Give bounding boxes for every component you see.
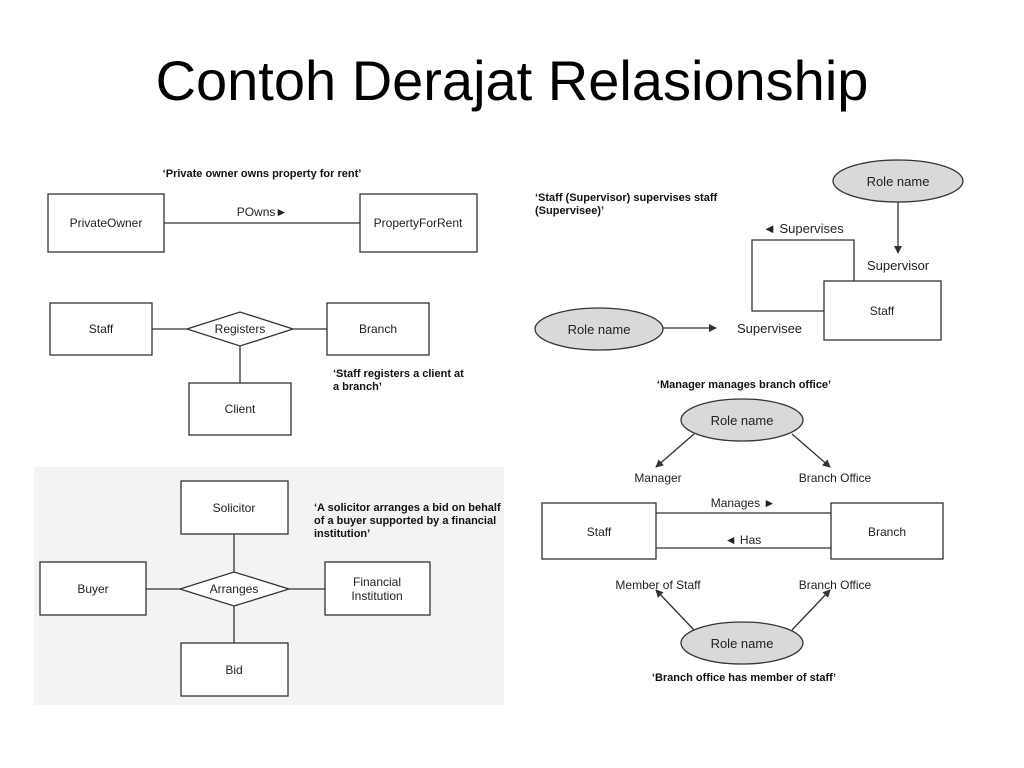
entity-staff-manages [541, 502, 657, 560]
branch-office-top-label: Branch Office [799, 471, 872, 485]
caption-arranges-line1: ‘A solicitor arranges a bid on behalf [314, 502, 501, 514]
recursive-loop-line [751, 239, 855, 312]
relationship-powns-label: POwns► [237, 205, 288, 219]
entity-branch-manages-label: Branch [868, 525, 906, 539]
entity-private-owner-label: PrivateOwner [70, 216, 143, 230]
relationship-registers-label: Registers [215, 322, 266, 336]
diagram-private-owner: ‘Private owner owns property for rent’ P… [47, 168, 478, 253]
arrow-role-member-of-staff [655, 589, 695, 631]
caption-manages: ‘Manager manages branch office’ [657, 379, 831, 391]
member-of-staff-label: Member of Staff [615, 578, 701, 592]
entity-solicitor-label: Solicitor [213, 501, 256, 515]
role-name-top-label: Role name [867, 174, 930, 189]
entity-financial-label-2: Institution [351, 589, 402, 603]
entity-staff [49, 302, 153, 356]
relationship-registers [184, 311, 296, 347]
supervisee-label: Supervisee [737, 321, 802, 336]
entity-client-label: Client [225, 402, 256, 416]
diagram-arranges: Solicitor Buyer Financial Institution Bi… [34, 467, 504, 705]
supervisor-label: Supervisor [867, 258, 930, 273]
role-name-ellipse-has [680, 621, 804, 665]
diagram-registers: Staff Branch Client Registers ‘Staff reg… [49, 302, 464, 436]
caption-arranges-line3: institution’ [314, 528, 370, 540]
caption-supervises-line2: (Supervisee)’ [535, 205, 604, 217]
entity-staff-recursive [823, 280, 942, 341]
entity-branch-label: Branch [359, 322, 397, 336]
role-name-ellipse-manages [680, 398, 804, 442]
entity-staff-recursive-label: Staff [870, 304, 895, 318]
entity-staff-manages-label: Staff [587, 525, 612, 539]
entity-financial-institution [324, 561, 431, 616]
entity-staff-label: Staff [89, 322, 114, 336]
entity-property-for-rent-label: PropertyForRent [374, 216, 463, 230]
diagram-manages: ‘Manager manages branch office’ Role nam… [541, 379, 944, 684]
entity-branch-manages [830, 502, 944, 560]
caption-branch-office: ‘Branch office has member of staff’ [652, 672, 836, 684]
entity-buyer-label: Buyer [77, 582, 108, 596]
role-name-ellipse-left [534, 307, 664, 351]
arrow-role-branch-office-top [791, 433, 831, 468]
relationship-has-label: ◄ Has [725, 533, 762, 547]
caption-arranges-line2: of a buyer supported by a financial [314, 515, 496, 527]
role-name-manages-label: Role name [711, 413, 774, 428]
relationship-arranges-label: Arranges [210, 582, 259, 596]
diagram-supervises: ‘Staff (Supervisor) supervises staff (Su… [534, 159, 964, 351]
page-title: Contoh Derajat Relasionship [155, 49, 869, 112]
entity-bid [180, 642, 289, 697]
role-name-has-label: Role name [711, 636, 774, 651]
entity-solicitor [180, 480, 289, 535]
relationship-supervises-label: ◄ Supervises [763, 221, 844, 236]
entity-private-owner [47, 193, 165, 253]
arrow-role-manager [655, 433, 695, 468]
caption-registers-line1: ‘Staff registers a client at [333, 368, 464, 380]
entity-buyer [39, 561, 147, 616]
role-name-left-label: Role name [568, 322, 631, 337]
branch-office-bottom-label: Branch Office [799, 578, 872, 592]
caption-supervises-line1: ‘Staff (Supervisor) supervises staff [535, 192, 718, 204]
arrow-role-branch-office-bottom [791, 589, 831, 631]
caption-registers-line2: a branch’ [333, 381, 382, 393]
relationship-manages-label: Manages ► [711, 496, 776, 510]
manager-label: Manager [634, 471, 681, 485]
relationship-arranges [177, 571, 292, 607]
entity-client [188, 382, 292, 436]
caption-private-owner: ‘Private owner owns property for rent’ [163, 168, 362, 180]
entity-property-for-rent [359, 193, 478, 253]
entity-financial-label-1: Financial [353, 575, 401, 589]
entity-bid-label: Bid [225, 663, 242, 677]
